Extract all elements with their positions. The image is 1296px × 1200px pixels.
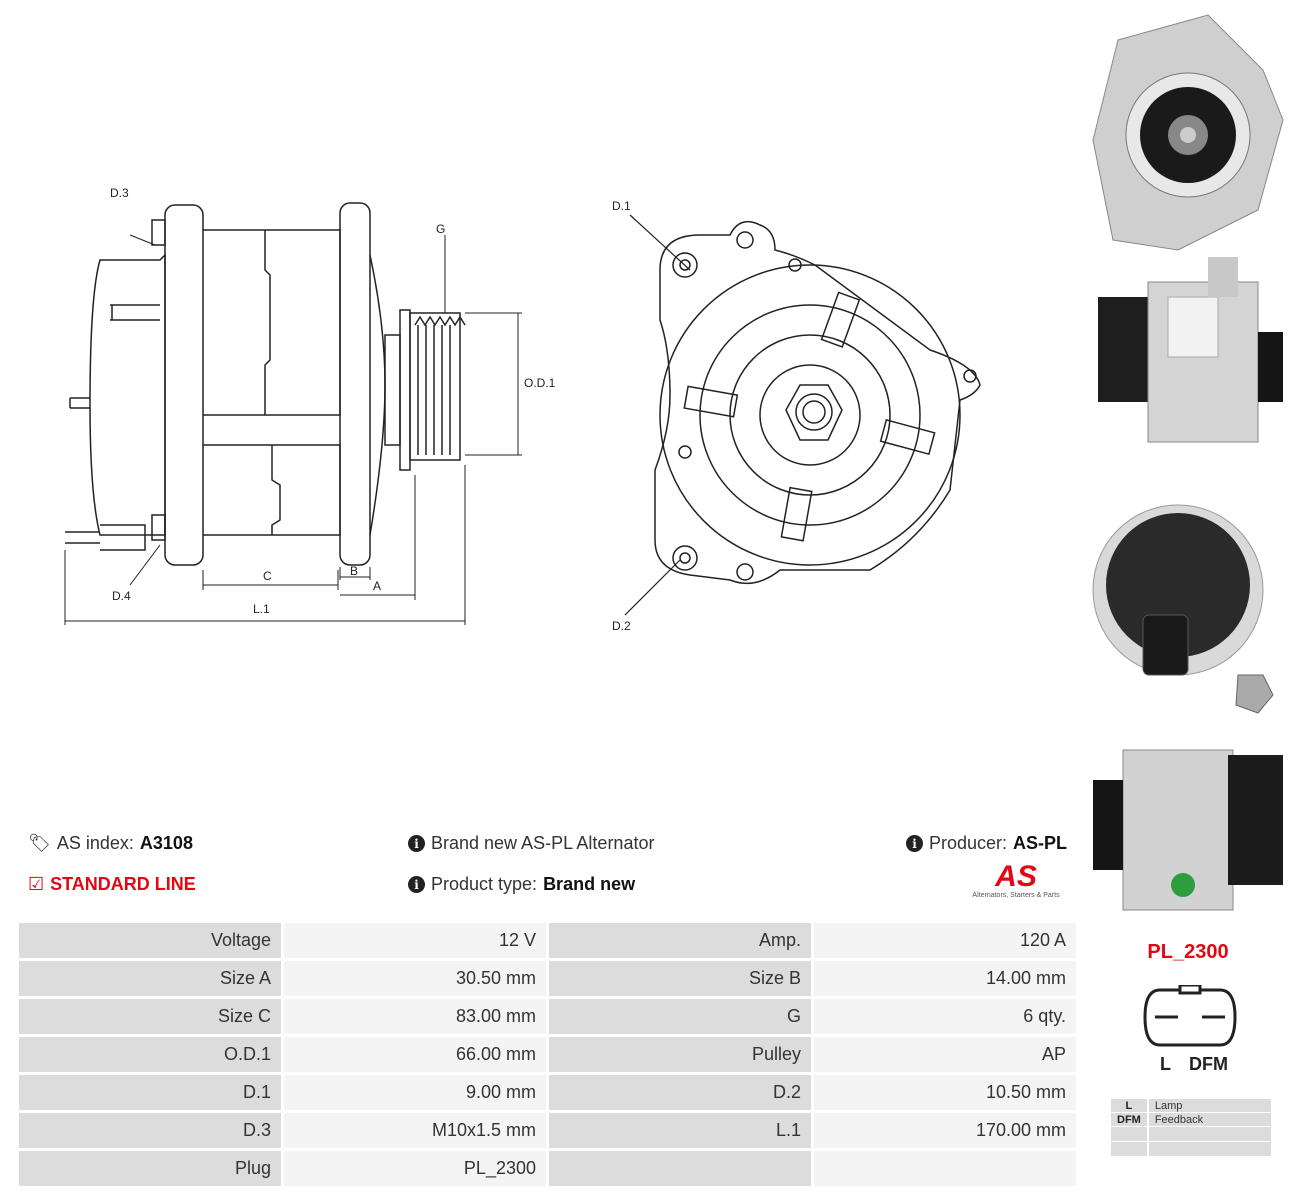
label-d3: D.3 xyxy=(110,186,129,200)
brand-logo: AS Alternators, Starters & Parts xyxy=(965,860,1067,900)
pin-key xyxy=(1111,1127,1147,1141)
product-photo-rear xyxy=(1092,504,1274,714)
pin-key: DFM xyxy=(1111,1113,1147,1126)
spec-value: 6 qty. xyxy=(814,999,1076,1034)
pin-legend-row xyxy=(1111,1127,1271,1141)
logo-tagline: Alternators, Starters & Parts xyxy=(972,892,1060,899)
producer-value: AS-PL xyxy=(1013,833,1068,853)
spec-label xyxy=(549,1151,811,1186)
description: i Brand new AS-PL Alternator xyxy=(408,833,654,854)
product-type-value: Brand new xyxy=(543,874,636,894)
spec-value: M10x1.5 mm xyxy=(284,1113,546,1148)
spec-label: Voltage xyxy=(19,923,281,958)
label-a: A xyxy=(373,579,381,593)
product-line-text: STANDARD LINE xyxy=(50,874,196,894)
spec-label: D.1 xyxy=(19,1075,281,1110)
label-b: B xyxy=(350,564,358,578)
pin-label-l: L xyxy=(1160,1054,1171,1074)
producer-label: Producer: xyxy=(929,833,1008,853)
spec-label: Amp. xyxy=(549,923,811,958)
pin-description: Lamp xyxy=(1148,1099,1271,1112)
label-g: G xyxy=(436,222,445,236)
label-c: C xyxy=(263,569,272,583)
spec-value: 12 V xyxy=(284,923,546,958)
pin-key: L xyxy=(1111,1099,1147,1112)
plug-code-text: PL_2300 xyxy=(1147,941,1229,963)
spec-value: 9.00 mm xyxy=(284,1075,546,1110)
info-icon: i xyxy=(906,835,923,852)
spec-value: PL_2300 xyxy=(284,1151,546,1186)
spec-label: L.1 xyxy=(549,1113,811,1148)
pin-legend-row xyxy=(1111,1142,1271,1156)
label-od1: O.D.1 xyxy=(524,376,556,390)
label-d1: D.1 xyxy=(612,199,631,213)
product-type: i Product type: Brand new xyxy=(408,874,635,895)
spec-value xyxy=(814,1151,1076,1186)
spec-label: D.3 xyxy=(19,1113,281,1148)
product-line: ☑ STANDARD LINE xyxy=(28,874,196,895)
as-index: 🏷︎ AS index: A3108 xyxy=(28,833,193,854)
logo-mark: AS xyxy=(995,860,1037,893)
spec-label: Size C xyxy=(19,999,281,1034)
pin-label-dfm: DFM xyxy=(1189,1054,1228,1074)
spec-label: G xyxy=(549,999,811,1034)
spec-label: D.2 xyxy=(549,1075,811,1110)
spec-label: Size A xyxy=(19,961,281,996)
front-view-drawing: D.1 D.2 xyxy=(612,199,981,633)
product-photo-angle xyxy=(1093,749,1283,911)
description-text: Brand new AS-PL Alternator xyxy=(431,833,655,853)
as-index-value: A3108 xyxy=(139,833,193,853)
info-icon: i xyxy=(408,876,425,893)
spec-value: 120 A xyxy=(814,923,1076,958)
info-icon: i xyxy=(408,835,425,852)
spec-value: AP xyxy=(814,1037,1076,1072)
product-type-label: Product type: xyxy=(431,874,538,894)
spec-label: Pulley xyxy=(549,1037,811,1072)
spec-label: Plug xyxy=(19,1151,281,1186)
spec-value: 83.00 mm xyxy=(284,999,546,1034)
checkbox-icon: ☑ xyxy=(28,874,45,894)
plug-connector-icon xyxy=(1143,985,1237,1047)
spec-value: 66.00 mm xyxy=(284,1037,546,1072)
spec-value: 170.00 mm xyxy=(814,1113,1076,1148)
label-d2: D.2 xyxy=(612,619,631,633)
spec-value: 10.50 mm xyxy=(814,1075,1076,1110)
pin-description xyxy=(1148,1142,1271,1156)
pin-description xyxy=(1148,1127,1271,1141)
label-d4: D.4 xyxy=(112,589,131,603)
tag-icon: 🏷︎ xyxy=(28,833,51,853)
side-view-drawing: D.3 D.4 G O.D.1 C B A L.1 xyxy=(64,186,556,625)
spec-label: Size B xyxy=(549,961,811,996)
pin-key xyxy=(1111,1142,1147,1156)
pin-description: Feedback xyxy=(1148,1113,1271,1126)
spec-value: 14.00 mm xyxy=(814,961,1076,996)
as-index-label: AS index: xyxy=(56,833,134,853)
label-l1: L.1 xyxy=(253,602,270,616)
spec-label: O.D.1 xyxy=(19,1037,281,1072)
product-photo-front xyxy=(1092,14,1284,251)
spec-value: 30.50 mm xyxy=(284,961,546,996)
producer: i Producer: AS-PL xyxy=(906,833,1067,854)
plug-code: PL_2300 xyxy=(1088,941,1288,964)
product-photo-side xyxy=(1098,257,1283,443)
